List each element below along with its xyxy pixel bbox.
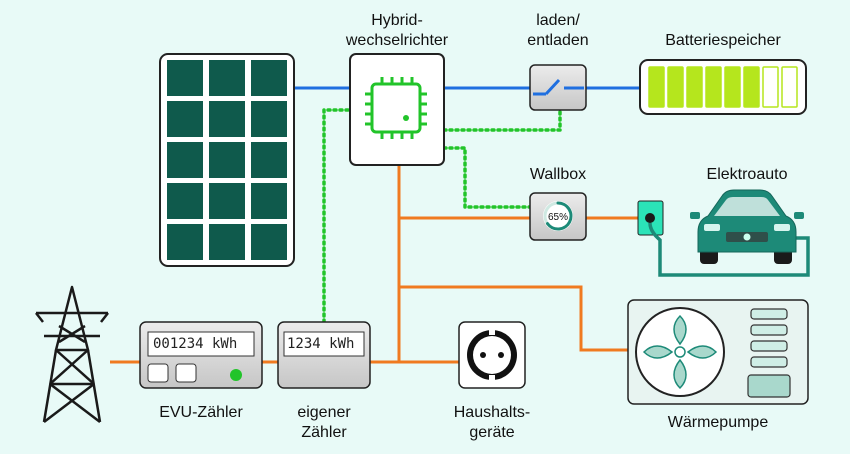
wallbox-charge-ring <box>545 201 573 231</box>
inverter-label-line1: Hybrid- <box>371 12 423 29</box>
battery-segment-filled <box>724 66 741 108</box>
appliances-label-line1: Haushalts- <box>453 404 531 421</box>
battery-segment-empty <box>781 66 798 108</box>
solar-cell <box>167 183 203 219</box>
data-line-own-meter-inverter <box>322 108 352 324</box>
solar-cell <box>209 101 245 137</box>
solar-cell <box>251 60 287 96</box>
own-meter <box>277 321 371 389</box>
solar-cell <box>209 183 245 219</box>
solar-cell <box>251 142 287 178</box>
evu-meter <box>139 321 263 389</box>
battery-storage <box>639 59 807 115</box>
evu-meter-display: 001234 kWh <box>153 336 238 352</box>
electric-car-icon <box>690 189 804 264</box>
switch-icon <box>533 78 584 96</box>
battery-segment-empty <box>762 66 779 108</box>
own-meter-display: 1234 kWh <box>287 336 355 352</box>
data-lines <box>322 108 562 324</box>
battery-segment-filled <box>648 66 665 108</box>
battery-segment-filled <box>743 66 760 108</box>
ac-lines <box>110 165 638 364</box>
inverter-label-line2: wechselrichter <box>345 32 449 49</box>
switch-label-line2: entladen <box>527 32 589 49</box>
appliances-label-line2: geräte <box>469 424 515 441</box>
solar-cell <box>167 224 203 260</box>
solar-cell <box>251 224 287 260</box>
solar-cell <box>209 224 245 260</box>
power-tower-icon <box>35 285 109 423</box>
evu-meter-label: EVU-Zähler <box>159 404 243 421</box>
solar-cells <box>167 60 287 260</box>
socket-icon <box>458 321 526 389</box>
hybrid-inverter <box>349 53 445 166</box>
battery-segment-filled <box>667 66 684 108</box>
data-line-inverter-wallbox <box>442 146 532 209</box>
ac-line-to-heatpump <box>399 285 628 352</box>
solar-cell <box>209 60 245 96</box>
solar-panel <box>159 53 295 267</box>
battery-segments <box>648 66 798 108</box>
wallbox-charge-text: 65% <box>548 212 568 223</box>
solar-cell <box>167 142 203 178</box>
own-meter-label-line2: Zähler <box>301 424 347 441</box>
battery-segment-filled <box>705 66 722 108</box>
solar-cell <box>167 60 203 96</box>
solar-cell <box>251 183 287 219</box>
battery-label: Batteriespeicher <box>665 32 781 49</box>
chip-icon <box>365 77 427 139</box>
battery-segment-filled <box>686 66 703 108</box>
heat-pump-vents <box>747 308 791 398</box>
wallbox-label: Wallbox <box>529 166 587 183</box>
solar-cell <box>167 101 203 137</box>
car-label: Elektroauto <box>706 166 788 183</box>
charging-plug-icon <box>637 200 810 277</box>
solar-cell <box>251 101 287 137</box>
data-line-inverter-switch <box>442 108 562 132</box>
charge-switch <box>529 64 587 111</box>
heatpump-label: Wärmepumpe <box>667 414 769 431</box>
switch-label-line1: laden/ <box>536 12 580 29</box>
fan-icon <box>642 314 718 390</box>
heat-pump <box>627 299 809 405</box>
evu-meter-led <box>230 369 242 381</box>
solar-cell <box>209 142 245 178</box>
wallbox: 65% <box>529 192 587 241</box>
own-meter-label-line1: eigener <box>297 404 351 421</box>
